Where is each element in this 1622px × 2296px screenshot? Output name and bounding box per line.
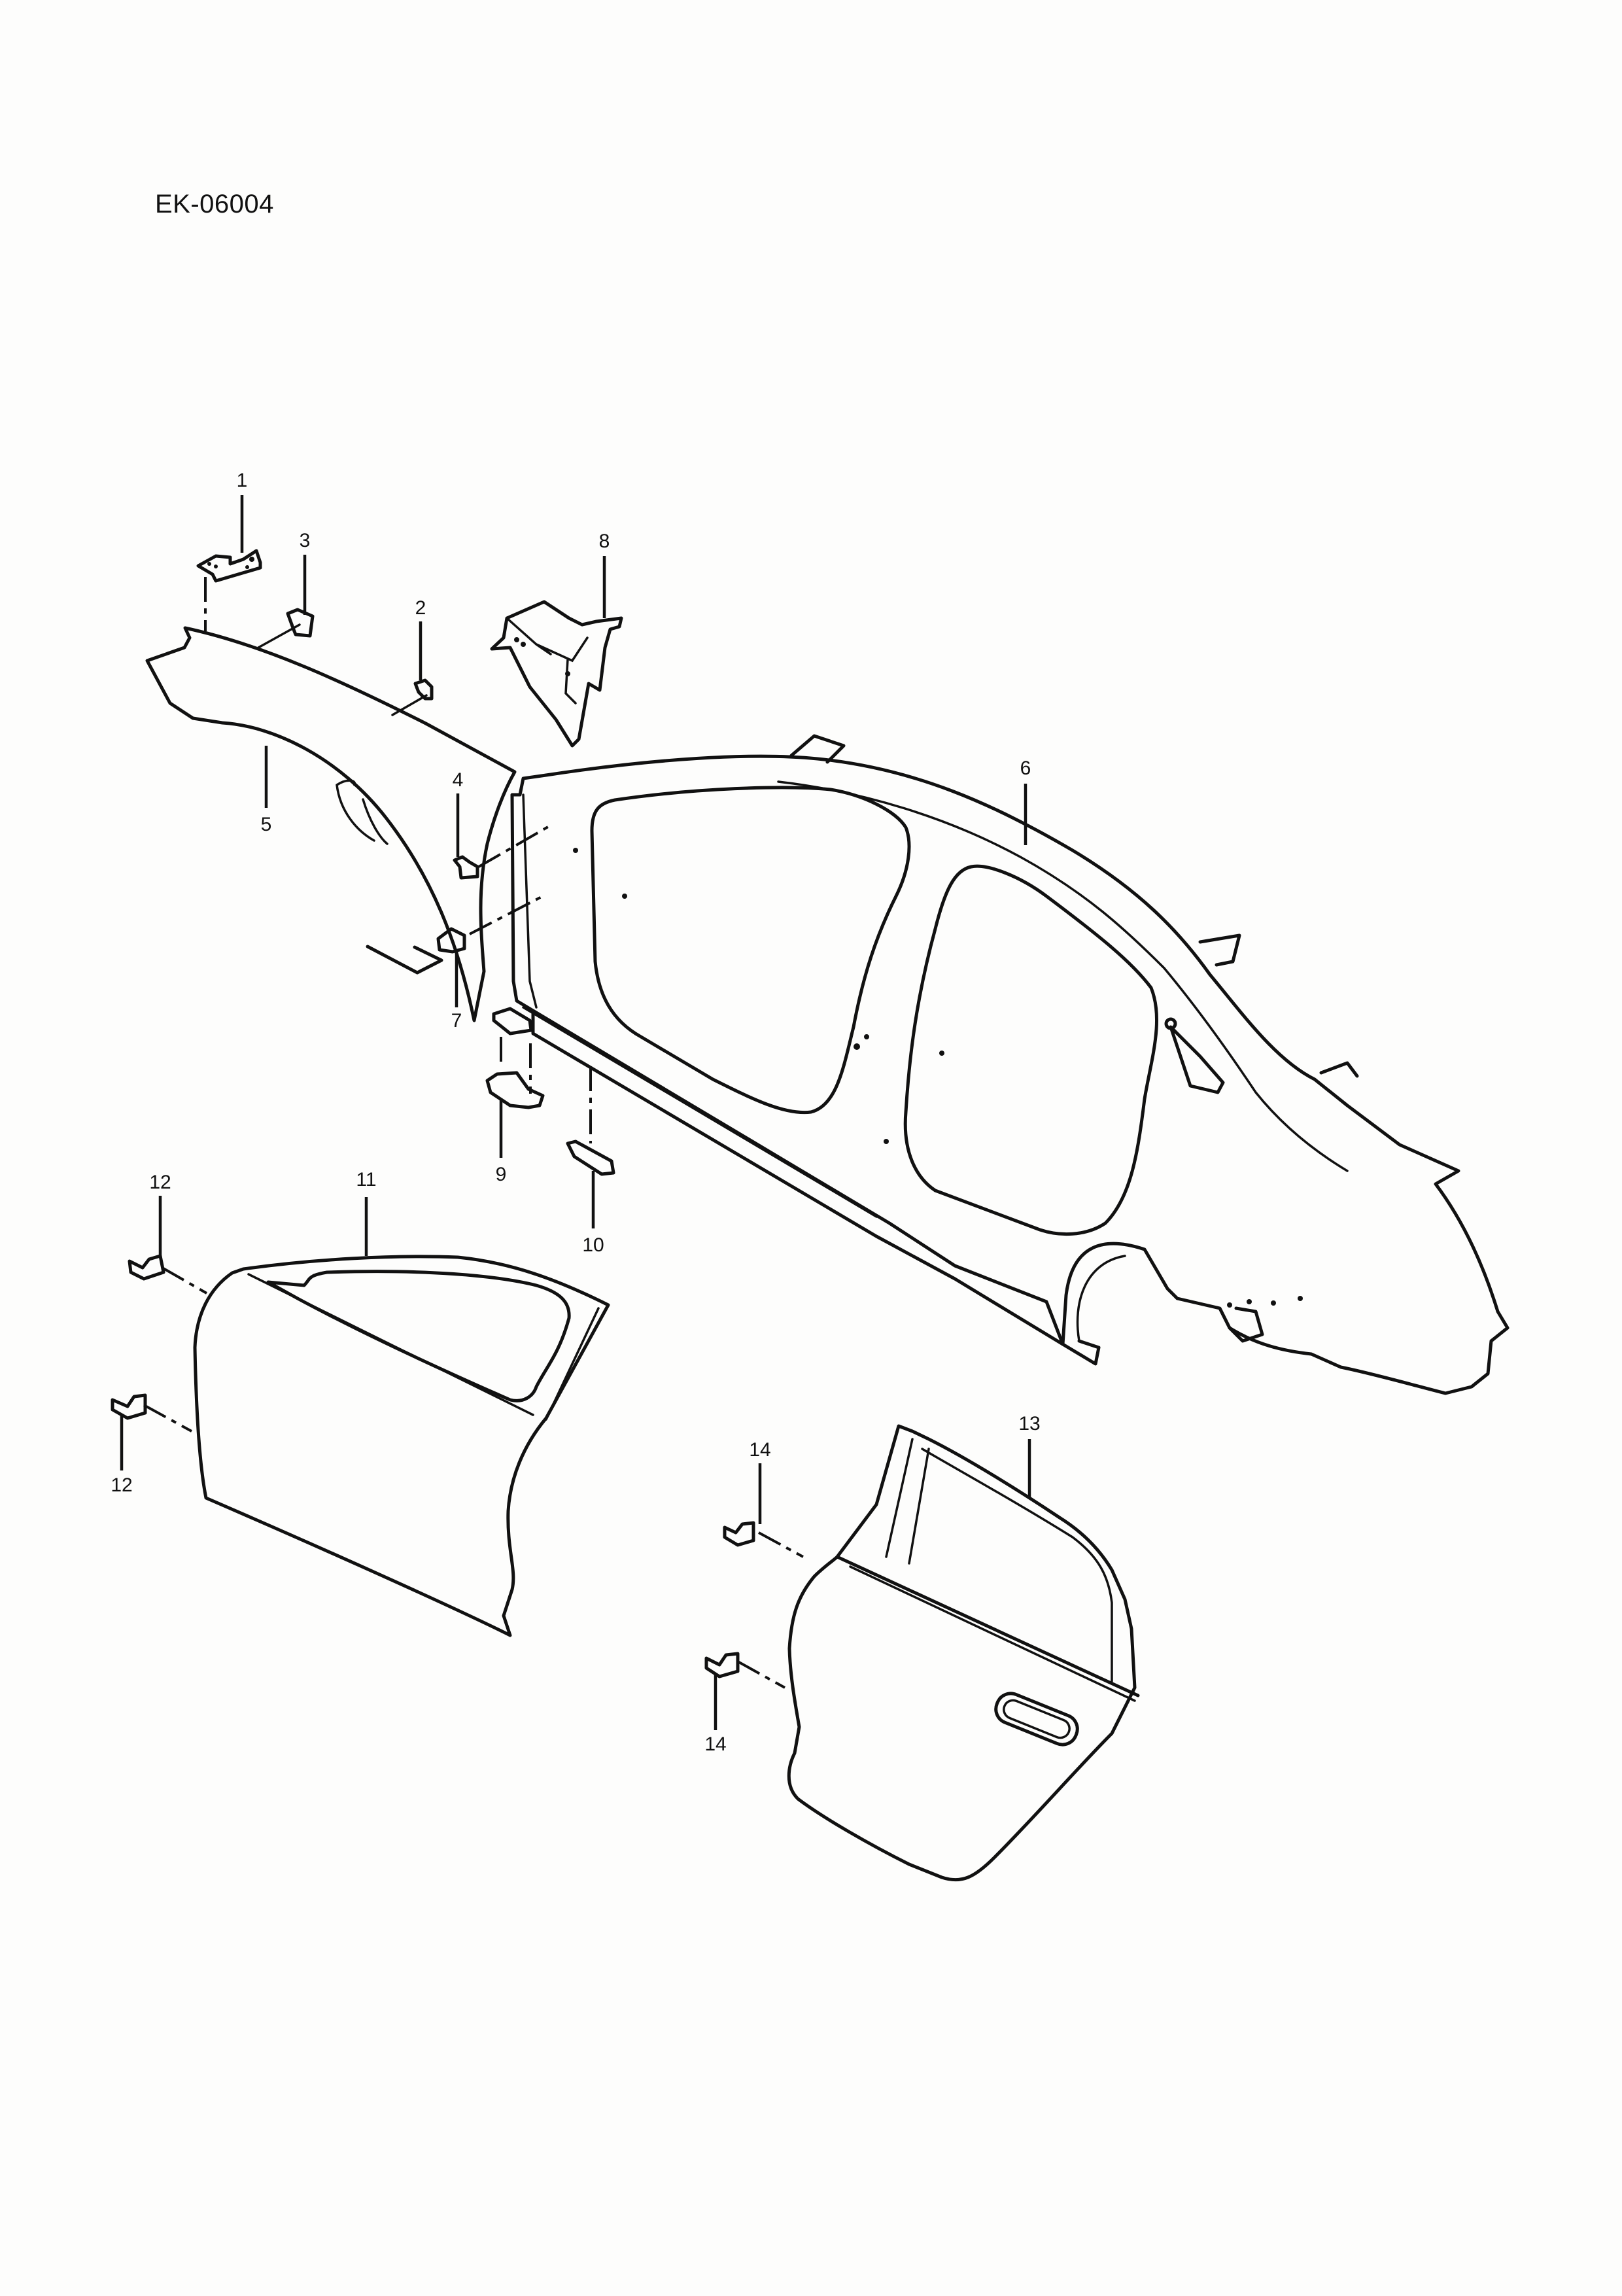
callout-7: 7: [451, 1010, 462, 1032]
diagram-code-title: EK-06004: [155, 190, 274, 218]
part-12-hinge-upper: [128, 1196, 207, 1295]
callout-14-lower: 14: [704, 1733, 727, 1755]
callout-13: 13: [1018, 1413, 1041, 1435]
part-7-bracket: [436, 895, 544, 1007]
part-9-bracket: [485, 1007, 545, 1158]
callout-14-upper: 14: [749, 1439, 771, 1461]
callout-12-lower: 12: [111, 1474, 133, 1496]
callout-2: 2: [415, 597, 426, 619]
callout-10: 10: [582, 1234, 604, 1256]
part-8-reinforcement: [490, 556, 623, 748]
callout-4: 4: [452, 769, 464, 791]
part-14-hinge-upper: [723, 1463, 804, 1558]
part-10-clip-strip: [566, 1066, 615, 1228]
callout-12-upper: 12: [149, 1172, 171, 1193]
part-11-front-door: [193, 1197, 610, 1637]
part-1-bracket: [196, 495, 262, 631]
part-3-bracket: [257, 555, 315, 649]
callout-1: 1: [236, 470, 248, 491]
callout-11: 11: [356, 1169, 377, 1191]
part-14-hinge-lower: [704, 1652, 785, 1730]
callout-6: 6: [1020, 757, 1031, 779]
part-12-hinge-lower: [111, 1393, 192, 1470]
part-5-front-fender: [145, 626, 517, 1022]
callout-8: 8: [598, 531, 610, 552]
callout-9: 9: [495, 1164, 507, 1185]
part-13-rear-door: [787, 1424, 1140, 1882]
callout-3: 3: [299, 530, 311, 551]
part-2-clip: [391, 621, 434, 716]
part-4-bracket: [453, 793, 553, 880]
part-6-body-side: [510, 734, 1510, 1395]
callout-5: 5: [260, 814, 272, 835]
